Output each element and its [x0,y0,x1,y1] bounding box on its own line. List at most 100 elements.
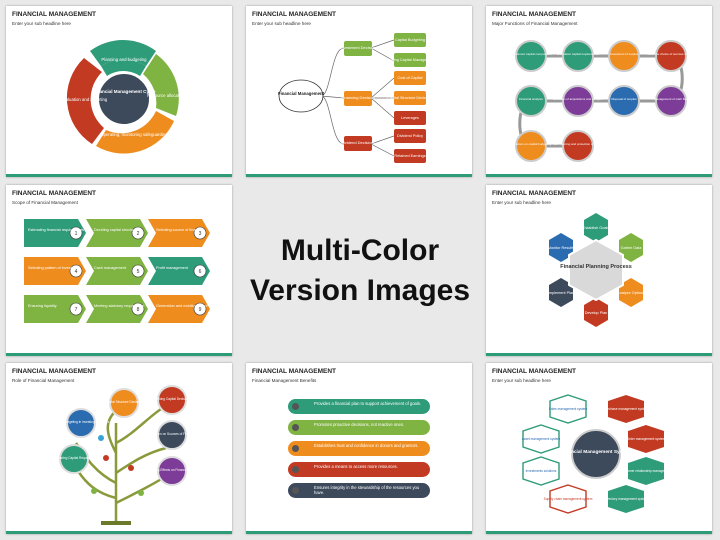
petal [584,213,608,242]
slide-4[interactable]: FINANCIAL MANAGEMENT Scope of Financial … [6,185,232,356]
module-label: Sales management system [549,407,588,411]
function-node [562,40,594,72]
segment-planning [101,59,146,76]
leaf-label: Capital Structure Decisions [387,96,433,100]
petal [619,233,643,262]
benefit-row: Provides a means to access more resource… [288,462,430,477]
leaf-node [394,33,426,47]
scope-text: Deciding capital structure [94,228,137,232]
cycle-center-label: Financial Management Cycle [93,89,156,94]
module-label: Investments solutions [526,469,557,473]
role-label: Forecasting Capital Requirement [51,456,98,460]
bullet-icon [292,445,299,452]
slide-title: FINANCIAL MANAGEMENT [12,368,97,375]
leaf-node [394,111,426,125]
function-node [515,85,547,117]
petal-label: Establish Goals [583,226,609,230]
root-node [278,79,324,113]
bullet-icon [292,466,299,473]
multi-color-caption: Multi-Color Version Images [245,231,475,311]
scope-text: Cash management [94,266,127,270]
leaf-node [394,129,426,143]
role-label: Decision on Sources of Finance [149,432,194,436]
module-node [549,394,587,424]
benefit-row: Promotes proactive decisions, not reacti… [288,420,430,435]
scope-text: Generation and mobilization of resources [156,304,225,308]
petal [549,278,573,307]
branch-financing [344,91,372,106]
benefit-text: Establishes trust and confidence in dono… [314,443,419,448]
role-label: Working Capital Decisions [153,397,191,401]
leaf-node [394,91,426,105]
planning-petals: Financial Planning Process Establish Goa… [548,213,645,327]
petal-label: Monitor Results [548,246,574,250]
function-label: Financial analysis [519,97,543,101]
slide-6[interactable]: FINANCIAL MANAGEMENT Role of Financial M… [6,363,232,534]
planning-center-label: Financial Planning Process [560,264,632,270]
module-node [608,485,644,513]
root-label: Financial Management [278,91,325,96]
leaf-node [394,53,426,67]
branch-label: Dividend Decisions [341,140,375,145]
scope-text: Profit management [156,266,189,270]
slide-8[interactable]: FINANCIAL MANAGEMENT Enter your sub head… [486,363,712,534]
function-node [562,85,594,117]
segment-label: Evaluation and reporting [61,97,108,102]
function-node [515,130,547,162]
scope-number: 7 [75,307,78,313]
function-label: Make the choice of sources of funds [647,52,696,56]
function-node [655,40,687,72]
function-label: Estimation capital requirements [557,52,599,56]
benefit-row: Ensures integrity in the stewardship of … [288,483,430,498]
benefit-text: Ensures integrity in the stewardship of … [314,485,420,495]
role-circle [157,456,187,486]
module-label: Purchase management system [604,407,648,411]
caption-line-1: Multi-Color [280,234,440,267]
scope-text: Selecting pattern of investment [28,266,81,270]
benefit-text: Provides a financial plan to support ach… [314,401,422,406]
segment-label: Resource allocation [147,93,185,98]
slide-title: FINANCIAL MANAGEMENT [252,11,337,18]
cycle-center [97,72,151,126]
function-node [608,40,640,72]
scope-number: 6 [199,269,202,275]
branch-investment [344,41,372,56]
role-circle [109,388,139,418]
slide-title: FINANCIAL MANAGEMENT [252,368,337,375]
segment-label: Operating, monitoring safeguarding [100,132,168,137]
petal [584,298,608,327]
benefit-row: Establishes trust and confidence in dono… [288,441,430,456]
slide-title: FINANCIAL MANAGEMENT [492,368,577,375]
segment-evaluation [66,58,104,144]
scope-number: 3 [199,231,202,237]
benefit-text: Provides a means to access more resource… [314,464,398,469]
function-node [562,130,594,162]
role-label: Understanding Effects on Financial State… [139,468,206,472]
slide-5[interactable]: FINANCIAL MANAGEMENT Enter your sub head… [486,185,712,356]
leaf-label: Capital Budgeting [395,38,425,42]
bullet-icon [292,403,299,410]
decision-tree: Financial Management Investment Decision… [278,33,436,163]
module-label: Order management system [627,437,666,441]
functions-chain: Investment capital composition Estimatio… [510,40,696,162]
role-circle [66,408,96,438]
role-circle [157,385,187,415]
slide-subtitle: Major Functions of Financial Management [492,21,578,26]
slide-3[interactable]: FINANCIAL MANAGEMENT Major Functions of … [486,6,712,177]
system-center-label: Financial Management System [561,449,631,455]
function-node [655,85,687,117]
module-node [522,456,560,486]
leaf-node [394,71,426,85]
slide-7[interactable]: FINANCIAL MANAGEMENT Financial Managemen… [246,363,472,534]
slide-title: FINANCIAL MANAGEMENT [12,11,97,18]
scope-number: 4 [75,269,78,275]
slide-2[interactable]: FINANCIAL MANAGEMENT Enter your sub head… [246,6,472,177]
slide-subtitle: Enter your sub headline here [492,200,551,205]
petal-label: Develop Plan [585,311,608,315]
slide-1[interactable]: FINANCIAL MANAGEMENT Enter your sub head… [6,6,232,177]
leaf-label: Leverages [401,116,419,120]
slide-subtitle: Enter your sub headline here [252,21,311,26]
bullet-icon [292,424,299,431]
function-node [515,40,547,72]
petal [619,278,643,307]
